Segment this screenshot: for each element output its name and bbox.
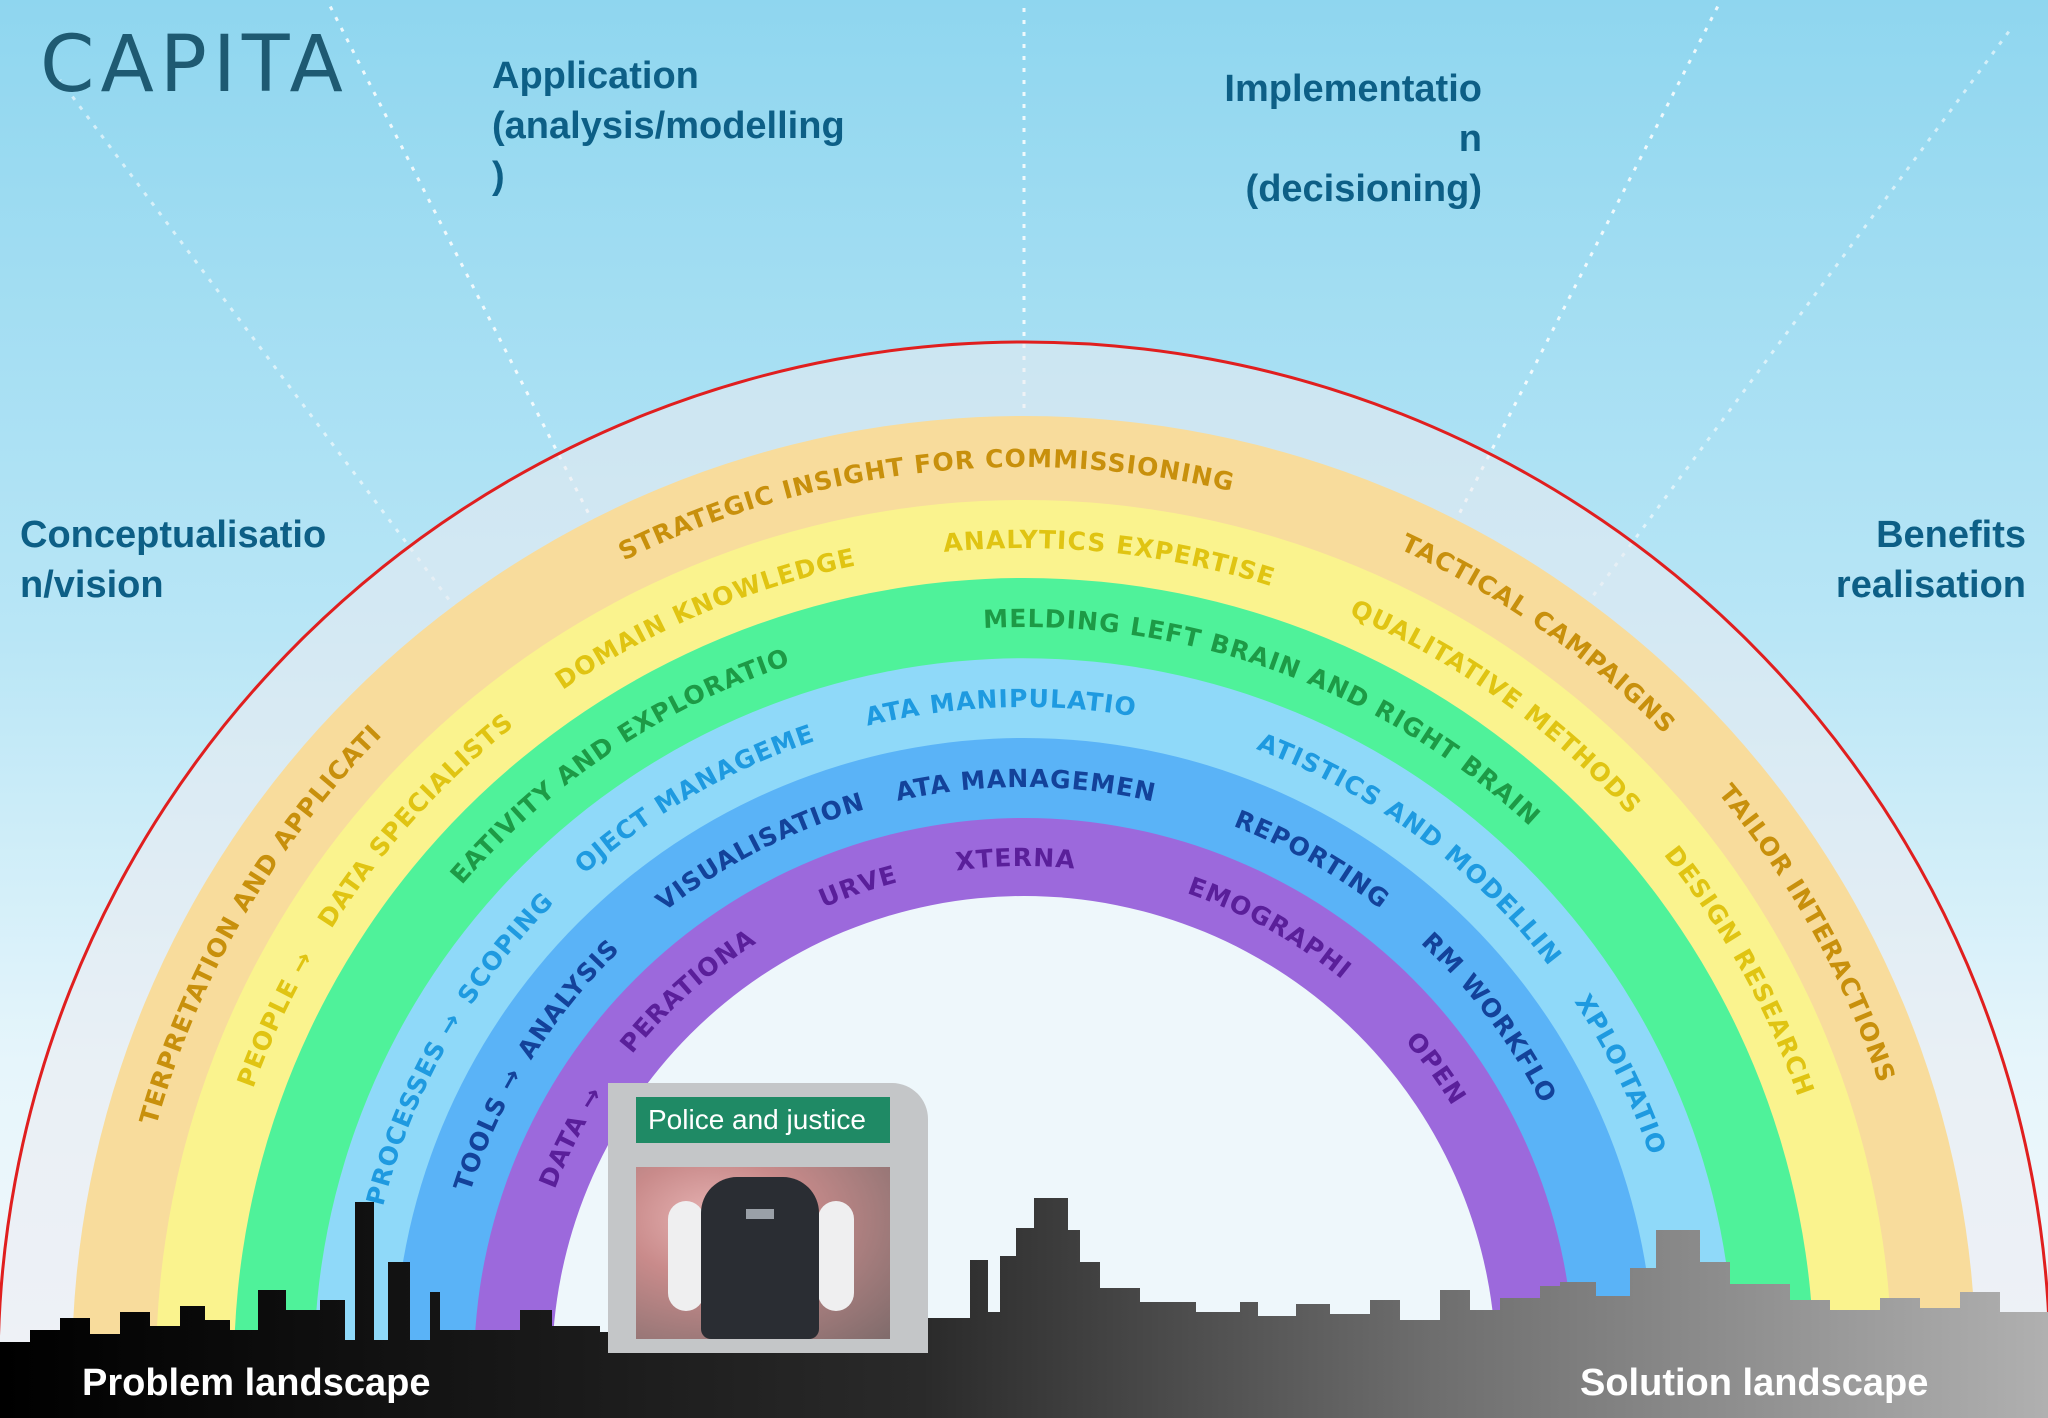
capita-logo: CAPITA — [40, 20, 349, 110]
phase-application-line: (analysis/modelling — [492, 105, 845, 147]
officer-vest — [701, 1177, 819, 1339]
phase-conceptualisation-line: n/vision — [20, 564, 164, 606]
city-skyline — [0, 1198, 2048, 1418]
phase-benefits-line: realisation — [1835, 564, 2026, 606]
phase-implementation-line: n — [1458, 118, 1482, 160]
phase-implementation-line: Implementatio — [1224, 68, 1482, 110]
police-justice-card: Police and justice — [608, 1083, 928, 1353]
phase-conceptualisation-line: Conceptualisatio — [20, 514, 327, 556]
phase-benefits-realisation: Benefits realisation — [1720, 510, 2026, 610]
phase-implementation: Implementatio n (decisioning) — [1160, 64, 1482, 214]
phase-application-line: ) — [492, 155, 505, 197]
phase-application: Application (analysis/modelling ) — [492, 51, 892, 201]
officer-badge — [746, 1209, 774, 1219]
officer-arm — [668, 1201, 704, 1311]
phase-implementation-line: (decisioning) — [1245, 168, 1482, 210]
phase-conceptualisation: Conceptualisatio n/vision — [20, 510, 390, 610]
problem-landscape-label: Problem landscape — [82, 1362, 431, 1404]
phase-application-line: Application — [492, 55, 699, 97]
officer-arm — [818, 1201, 854, 1311]
phase-benefits-line: Benefits — [1876, 514, 2026, 556]
police-justice-title: Police and justice — [636, 1097, 890, 1143]
solution-landscape-label: Solution landscape — [1580, 1362, 1929, 1404]
police-officer-image — [636, 1167, 890, 1339]
